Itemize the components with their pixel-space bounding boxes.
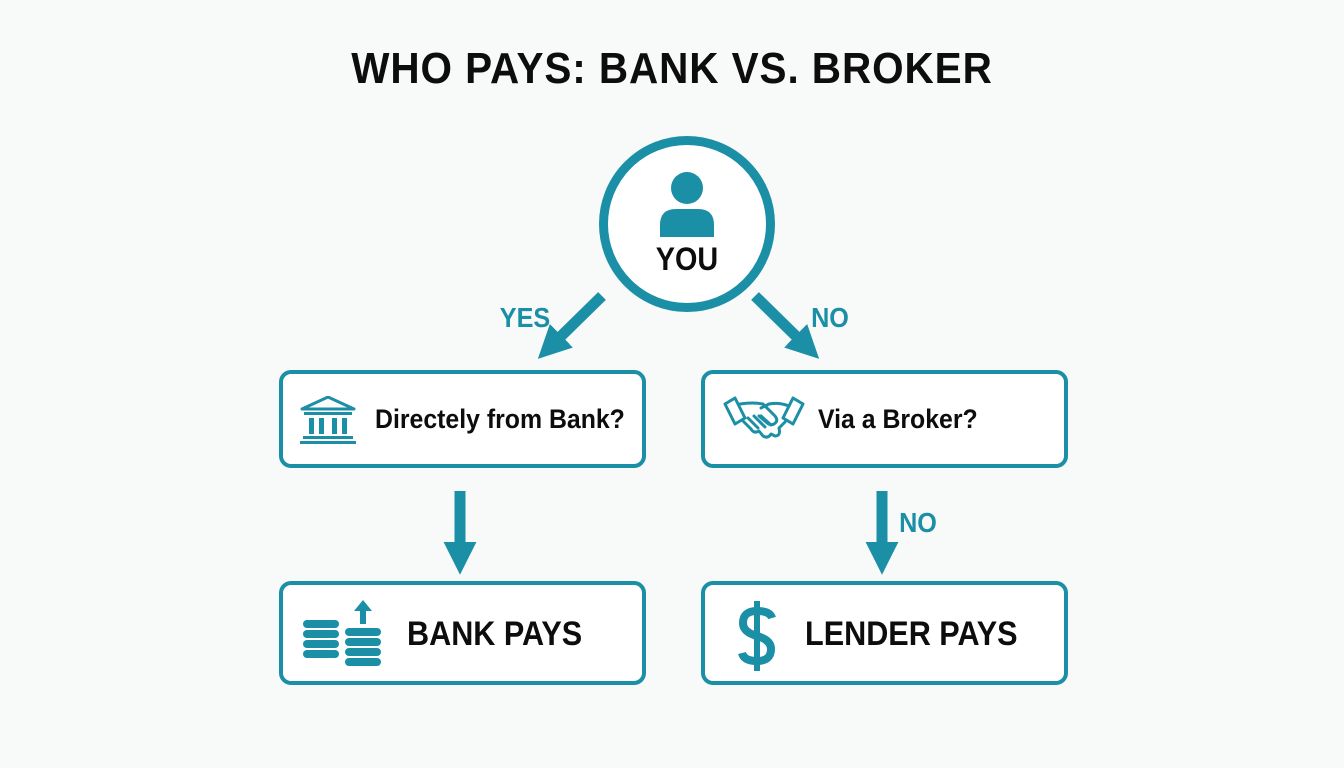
start-node-you: YOU xyxy=(599,136,775,312)
coin-stacks-icon xyxy=(303,600,381,666)
handshake-icon xyxy=(723,396,805,439)
question-box-bank: Directely from Bank? xyxy=(279,370,646,468)
edge-label-yes: YES xyxy=(499,302,551,333)
result-label-bank-pays: BANK PAYS xyxy=(407,615,583,653)
result-label-lender-pays: LENDER PAYS xyxy=(805,615,1018,653)
result-box-lender-pays: LENDER PAYS xyxy=(701,581,1068,685)
bank-building-icon xyxy=(300,396,356,444)
arrow-no-top xyxy=(751,292,820,359)
edge-label-no-right: NO xyxy=(899,507,937,538)
start-node-label: YOU xyxy=(655,241,719,277)
arrow-yes xyxy=(537,292,606,359)
question-box-broker: Via a Broker? xyxy=(701,370,1068,468)
edge-label-no-top: NO xyxy=(811,302,849,333)
question-label-bank: Directely from Bank? xyxy=(375,404,625,434)
dollar-sign-icon xyxy=(738,601,776,671)
person-icon xyxy=(660,172,714,237)
diagram-title: WHO PAYS: BANK VS. BROKER xyxy=(351,44,993,93)
result-box-bank-pays: BANK PAYS xyxy=(279,581,646,685)
question-label-broker: Via a Broker? xyxy=(818,404,978,434)
